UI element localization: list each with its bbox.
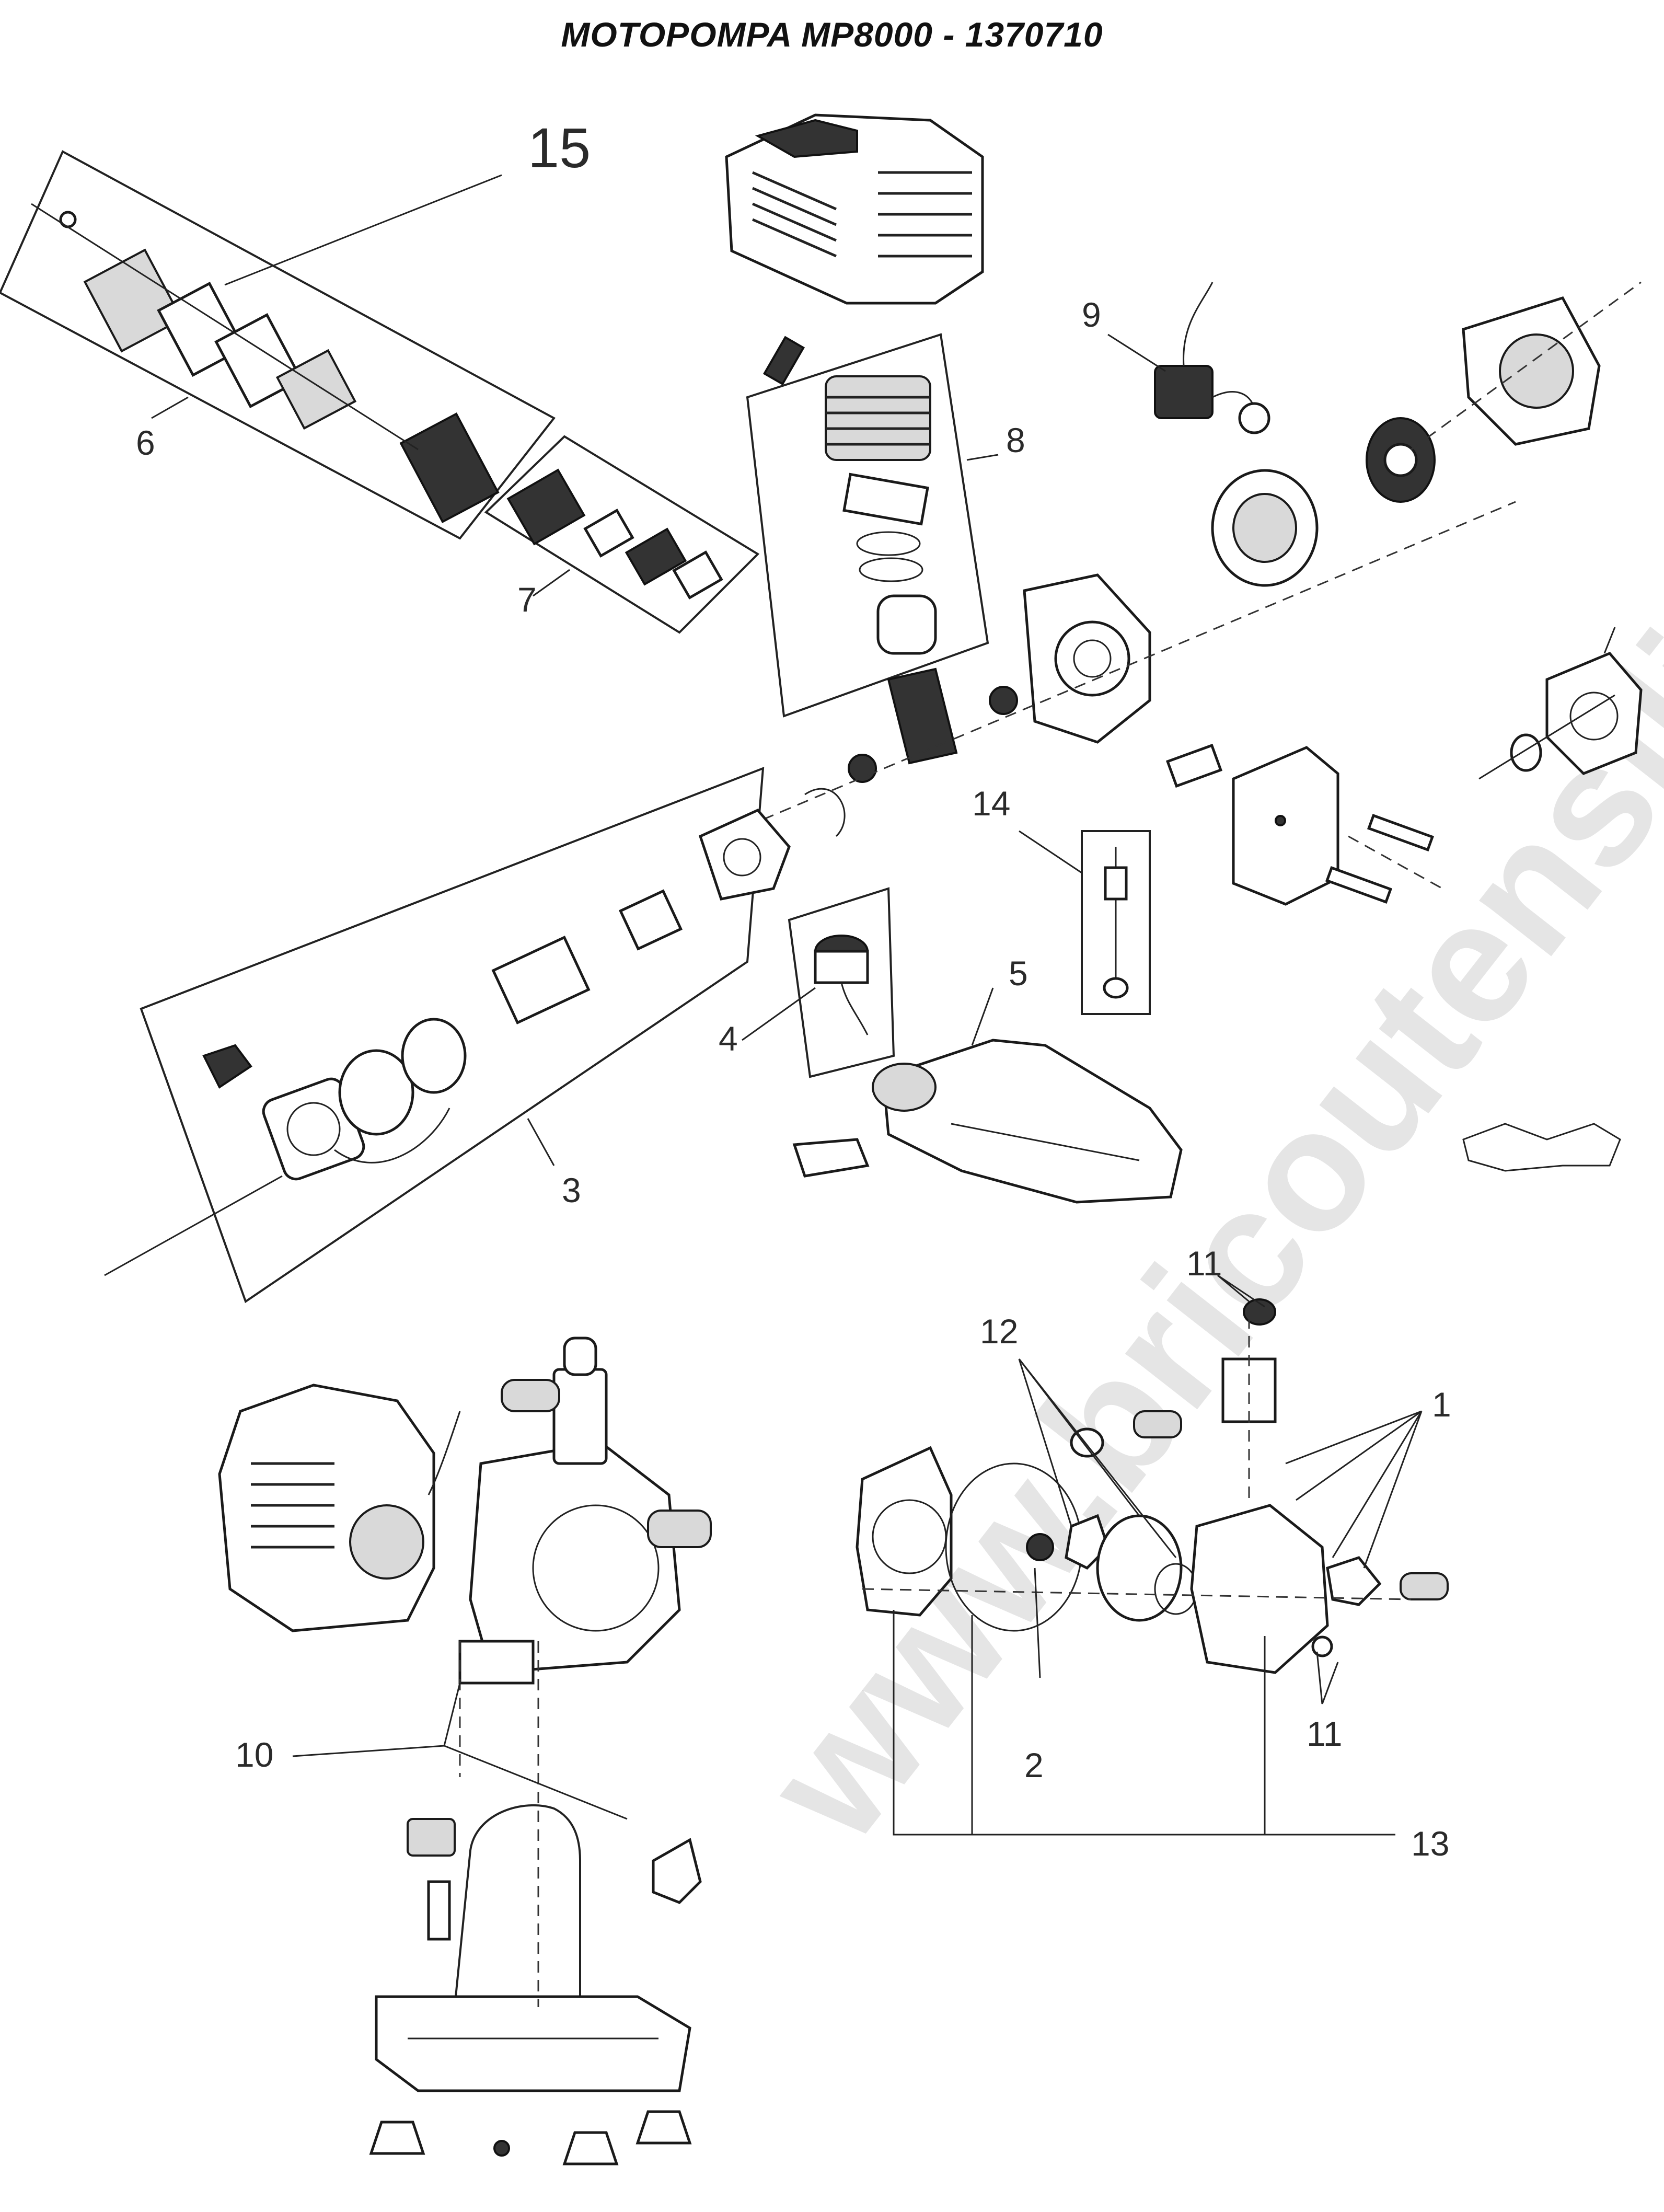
fuel-tank-group bbox=[788, 830, 1183, 1204]
engine-cover bbox=[725, 113, 984, 305]
callout-14: 14 bbox=[972, 784, 1010, 823]
ignition-coil bbox=[1154, 282, 1270, 434]
air-filter-group-frame bbox=[0, 150, 556, 540]
cylinder-group-frame bbox=[746, 333, 989, 718]
callout-12: 12 bbox=[980, 1312, 1018, 1351]
callout-6: 6 bbox=[136, 423, 155, 462]
callout-7: 7 bbox=[517, 580, 537, 619]
callout-4: 4 bbox=[719, 1019, 738, 1058]
callout-1: 1 bbox=[1432, 1385, 1451, 1424]
callout-10: 10 bbox=[235, 1735, 273, 1774]
adapter-flange bbox=[1462, 627, 1643, 1172]
support-frame bbox=[369, 1641, 702, 2165]
callout-15: 15 bbox=[528, 116, 591, 179]
callout-13: 13 bbox=[1411, 1824, 1449, 1863]
flywheel-clutch-group bbox=[1211, 281, 1642, 587]
starter-group-frame bbox=[140, 766, 765, 1304]
air-filter-group bbox=[0, 150, 556, 540]
callout-3: 3 bbox=[562, 1171, 581, 1209]
callout-9: 9 bbox=[1082, 295, 1101, 334]
callout-2: 2 bbox=[1024, 1746, 1044, 1784]
carburetor-group-frame bbox=[484, 435, 760, 634]
pump-body-exploded bbox=[856, 1298, 1449, 1674]
muffler bbox=[1165, 743, 1443, 906]
callout-11-bottom: 11 bbox=[1307, 1714, 1343, 1753]
carburetor-group bbox=[484, 435, 760, 634]
callout-8: 8 bbox=[1006, 421, 1025, 459]
callout-5: 5 bbox=[1009, 954, 1028, 993]
recoil-starter-group bbox=[104, 766, 846, 1304]
cylinder-piston-group bbox=[746, 333, 989, 718]
watermark-text: www.bricoutensili.com bbox=[727, 280, 1664, 1876]
diagram-title: MOTOPOMPA MP8000 - 1370710 bbox=[561, 15, 1103, 54]
fuel-line-frame bbox=[1081, 830, 1151, 1015]
leader-lines bbox=[151, 174, 1423, 1836]
crankcase-assembly bbox=[710, 501, 1516, 843]
assembled-motor-pump bbox=[218, 1337, 712, 1685]
callout-11-top: 11 bbox=[1186, 1244, 1222, 1283]
fuel-cap-frame bbox=[788, 887, 895, 1078]
